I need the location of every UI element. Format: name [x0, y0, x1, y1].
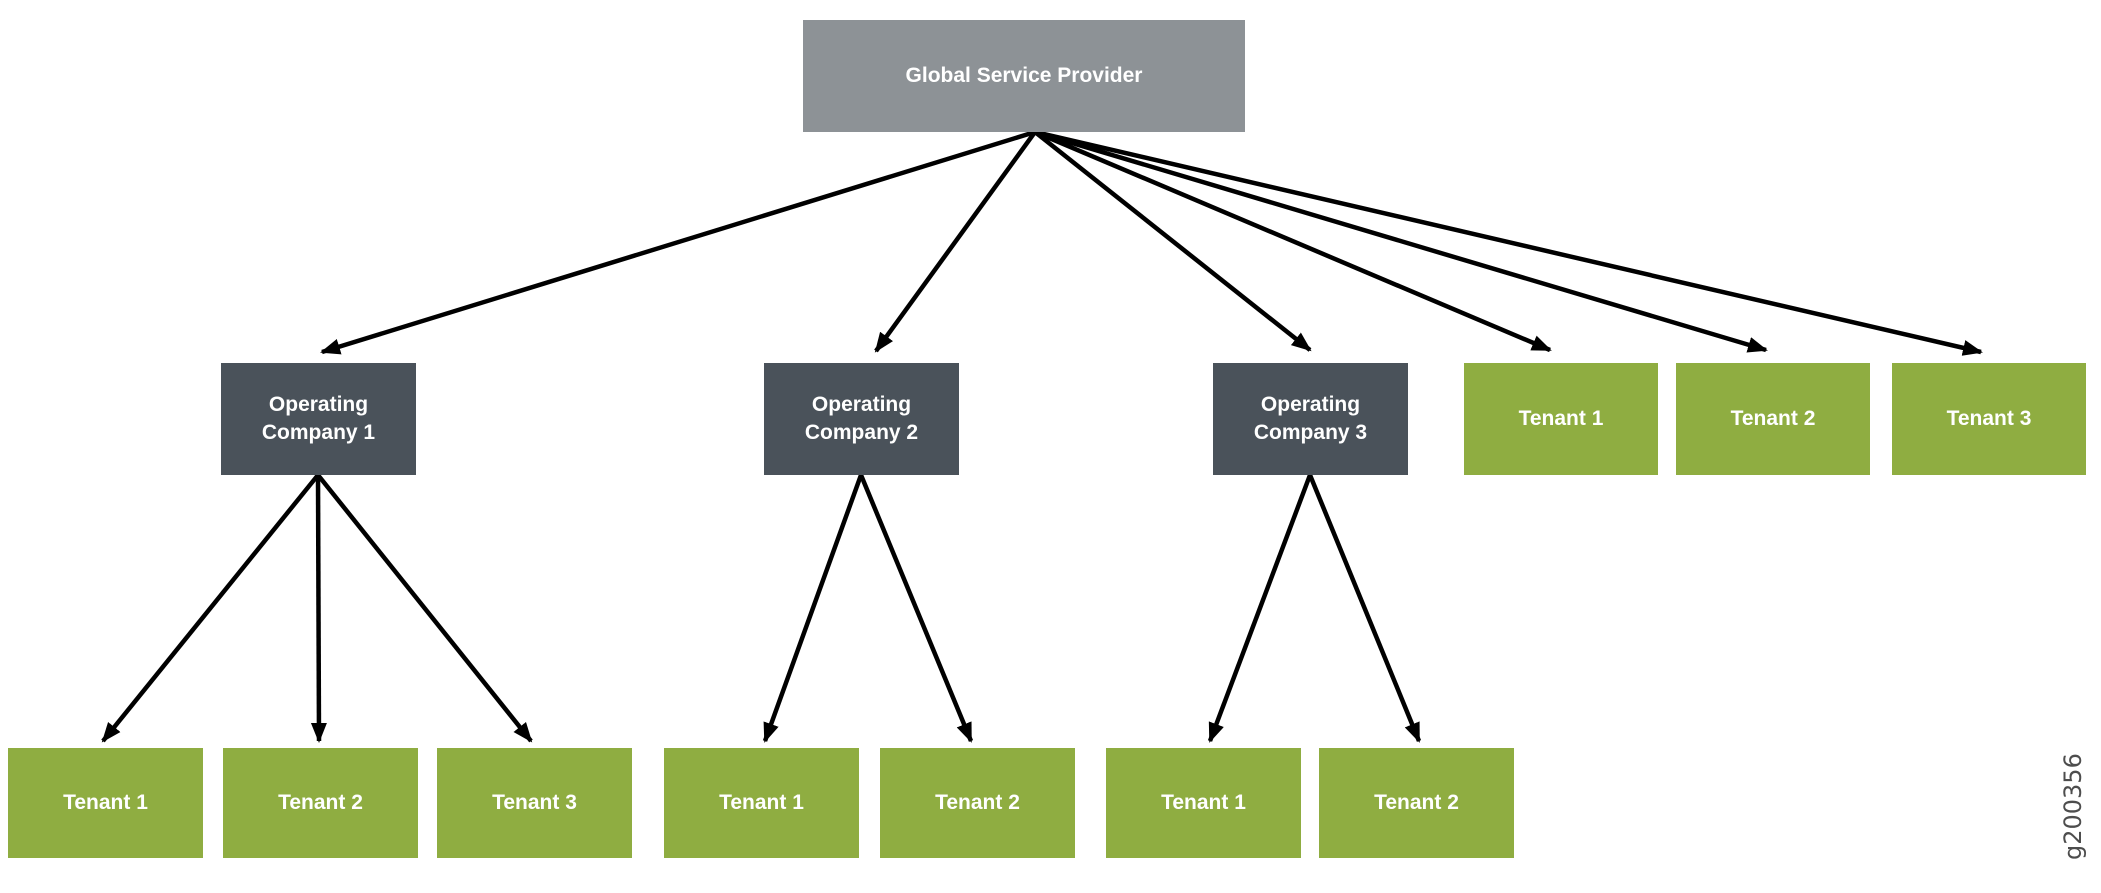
- arrow-root-to-tenant-1: [1034, 129, 1552, 353]
- node-company1-tenant-3: Tenant 3: [437, 748, 632, 858]
- arrow-root-to-tenant-2: [1034, 129, 1768, 353]
- arrow-company3-to-tenant-1: [1207, 474, 1313, 743]
- arrow-root-to-company-1: [320, 129, 1036, 355]
- arrow-company3-to-tenant-2: [1307, 474, 1422, 743]
- node-label-line: Operating: [268, 392, 369, 416]
- node-operating-company-2: Operating Company 2: [764, 363, 959, 475]
- node-label-line: Company 2: [804, 421, 919, 444]
- arrow-root-to-tenant-3: [1034, 129, 1983, 356]
- node-company2-tenant-1: Tenant 1: [664, 748, 859, 858]
- node-operating-company-3: Operating Company 3: [1213, 363, 1408, 475]
- arrow-company2-to-tenant-2: [858, 474, 974, 743]
- node-direct-tenant-2: Tenant 2: [1676, 363, 1870, 475]
- node-direct-tenant-3: Tenant 3: [1892, 363, 2086, 475]
- arrow-root-to-company-2: [874, 130, 1037, 353]
- figure-id-watermark: g200356: [2059, 753, 2087, 860]
- node-company3-tenant-2: Tenant 2: [1319, 748, 1514, 858]
- node-label-line: Company 3: [1253, 421, 1368, 444]
- arrow-company1-to-tenant-3: [316, 473, 533, 743]
- node-label-line: Operating: [811, 392, 912, 416]
- node-company3-tenant-1: Tenant 1: [1106, 748, 1301, 858]
- node-direct-tenant-1: Tenant 1: [1464, 363, 1658, 475]
- arrow-company2-to-tenant-1: [762, 474, 864, 743]
- arrow-root-to-company-3: [1033, 130, 1312, 352]
- node-company1-tenant-2: Tenant 2: [223, 748, 418, 858]
- node-label-line: Company 1: [261, 421, 376, 444]
- arrow-company1-to-tenant-2: [310, 474, 327, 743]
- node-company2-tenant-2: Tenant 2: [880, 748, 1075, 858]
- node-company1-tenant-1: Tenant 1: [8, 748, 203, 858]
- node-global-service-provider: Global Service Provider: [803, 20, 1245, 132]
- node-label-line: Operating: [1260, 392, 1361, 416]
- arrow-company1-to-tenant-1: [101, 473, 320, 743]
- node-operating-company-1: Operating Company 1: [221, 363, 416, 475]
